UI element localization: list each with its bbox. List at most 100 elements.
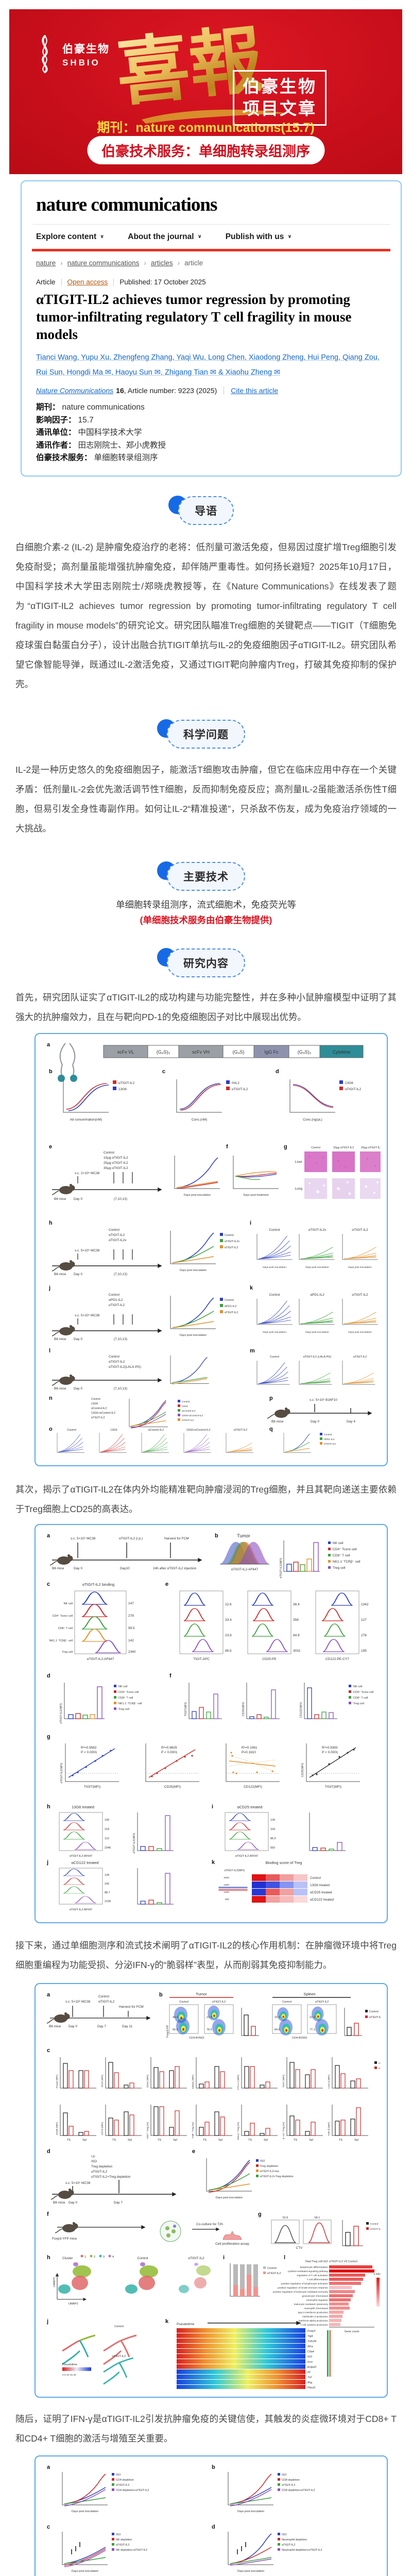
svg-text:CD25(MFI): CD25(MFI) <box>242 1702 245 1716</box>
svg-text:TNF⁺ Treg (%): TNF⁺ Treg (%) <box>192 2122 195 2139</box>
svg-text:CD8⁺ T cell: CD8⁺ T cell <box>118 1696 133 1700</box>
svg-text:c: c <box>47 2524 50 2530</box>
panel-b-bars: αTIGIT-IL2(MFI) <box>280 1540 320 1579</box>
svg-text:c: c <box>162 1069 165 1075</box>
svg-text:Control: Control <box>98 1995 110 1998</box>
svg-text:Ifng: Ifng <box>307 2381 313 2384</box>
svg-text:Day 4: Day 4 <box>347 1420 355 1423</box>
open-access-link[interactable]: Open access <box>67 278 108 286</box>
svg-text:αControl-IL2: αControl-IL2 <box>91 1407 107 1410</box>
svg-text:g: g <box>258 2211 262 2217</box>
svg-text:Day 0: Day 0 <box>68 2025 77 2028</box>
nature-article-card: nature communications Explore content∨ A… <box>21 180 402 477</box>
panel-j-plot: Days post inoculation Control αPD1-IL2 α… <box>170 1295 238 1337</box>
journal-link[interactable]: Nature Communications <box>36 386 114 395</box>
svg-text:Tnf: Tnf <box>307 2376 312 2379</box>
author-list[interactable]: Tianci Wang, Yupu Xu, Zhengfeng Zhang, Y… <box>36 353 380 377</box>
panel-b-plot: Days post inoculation ISO CD8 depletion … <box>228 2471 315 2513</box>
svg-text:UMAP1: UMAP1 <box>68 2302 78 2306</box>
svg-text:TIGIT(MFI): TIGIT(MFI) <box>84 1785 100 1789</box>
panel-l-go: Total Treg cell GO: αTIGIT-IL2 VS Contro… <box>273 2260 383 2333</box>
svg-text:13G6+αControl-IL2: 13G6+αControl-IL2 <box>91 1412 115 1415</box>
svg-text:s.c. 5×10⁵ MC38: s.c. 5×10⁵ MC38 <box>75 1314 100 1317</box>
figure-4: a Days post inoculation ISO CD4 depletio… <box>35 2455 388 2576</box>
question-paragraph: IL-2是一种历史悠久的免疫细胞因子，能激活T细胞攻击肿瘤，但它在临床应用中存在… <box>15 765 397 834</box>
svg-text:195: 195 <box>361 1649 367 1653</box>
svg-text:UMAP2: UMAP2 <box>53 2277 56 2287</box>
svg-text:Control: Control <box>109 1293 120 1297</box>
panel-f-schematic: Foxp3-YFP mice Co-culture for 72h Cell p… <box>52 2221 250 2246</box>
svg-text:88.7: 88.7 <box>105 1891 110 1894</box>
svg-text:NK cell: NK cell <box>333 1541 344 1545</box>
svg-text:αControl-IL2: αControl-IL2 <box>182 1410 196 1413</box>
svg-text:CD4⁺ Tconv cell: CD4⁺ Tconv cell <box>333 1548 357 1551</box>
meta-impact-factor: 影响因子：15.7 <box>36 415 94 425</box>
svg-text:128: 128 <box>105 1874 109 1877</box>
svg-text:R²=0.9393: R²=0.9393 <box>322 1746 338 1750</box>
svg-text:k: k <box>212 1859 215 1866</box>
article-page: 伯豪生物 SHBIO 喜報 伯豪生物 项目文章 期刊：nature commun… <box>0 9 412 2576</box>
nature-wordmark: nature communications <box>36 194 217 215</box>
svg-text:Neutrophil depletion: Neutrophil depletion <box>282 2538 307 2541</box>
panel-o-spaghetti: Control 13G6 αControl-IL2 13G6+αControl-… <box>57 1429 254 1453</box>
svg-text:R²=0.9582: R²=0.9582 <box>81 1746 97 1750</box>
svg-text:Days post inoculation: Days post inoculation <box>348 1331 372 1334</box>
svg-text:Control: Control <box>282 2001 291 2004</box>
svg-text:CD62L (MFI): CD62L (MFI) <box>192 2075 195 2089</box>
svg-text:P=0.1610: P=0.1610 <box>242 1751 256 1754</box>
svg-text:Control: Control <box>225 1299 234 1302</box>
svg-text:Tumor: Tumor <box>237 1533 250 1538</box>
svg-text:αTIGIT-IL2+Treg depletion: αTIGIT-IL2+Treg depletion <box>260 2175 294 2178</box>
svg-text:Lung: Lung <box>295 1187 303 1191</box>
svg-text:ISO: ISO <box>116 2473 121 2477</box>
svg-text:αTIGIT-IL2: αTIGIT-IL2 <box>282 2544 295 2547</box>
svg-text:1000: 1000 <box>224 1891 229 1894</box>
svg-text:Control: Control <box>67 1429 76 1432</box>
svg-text:k: k <box>250 1285 253 1291</box>
svg-text:Control: Control <box>370 2223 378 2226</box>
svg-text:ISO: ISO <box>260 2160 265 2163</box>
nav-about-journal[interactable]: About the journal∨ <box>128 232 202 241</box>
svg-text:Control: Control <box>138 2257 149 2260</box>
svg-text:10μg αTIGIT-IL2: 10μg αTIGIT-IL2 <box>333 1146 354 1149</box>
svg-text:CD8⁺ T cell: CD8⁺ T cell <box>353 1696 368 1700</box>
svg-text:Pseudotime: Pseudotime <box>62 2363 77 2366</box>
breadcrumb-nature[interactable]: nature <box>36 259 56 267</box>
svg-text:ICOS (MFI): ICOS (MFI) <box>101 2075 104 2088</box>
svg-text:αTIGIT-IL2v: αTIGIT-IL2v <box>109 1239 127 1242</box>
svg-text:Days post inoculation: Days post inoculation <box>263 1266 286 1269</box>
svg-text:CD25(MFI): CD25(MFI) <box>164 1785 181 1789</box>
svg-text:αPD1-IL2: αPD1-IL2 <box>109 1298 123 1302</box>
svg-text:j: j <box>48 1285 50 1291</box>
nav-explore-content[interactable]: Explore content∨ <box>36 232 105 241</box>
chevron-down-icon: ∨ <box>287 234 292 240</box>
panel-c-plot: Days post inoculation ISO NK depletion α… <box>62 2531 147 2573</box>
svg-text:Tnfrsf9: Tnfrsf9 <box>307 2340 316 2343</box>
svg-text:Co-culture for 72h: Co-culture for 72h <box>196 2223 223 2226</box>
svg-text:d: d <box>276 1069 279 1075</box>
panel-k-spaghetti: Control αPD1-IL2 αTIGIT-IL2 Days post in… <box>256 1293 379 1334</box>
breadcrumb-articles[interactable]: articles <box>150 259 173 267</box>
svg-text:15.3: 15.3 <box>274 2016 280 2019</box>
svg-text:Ab concentration(nM): Ab concentration(nM) <box>70 1118 102 1122</box>
svg-text:109: 109 <box>270 1828 275 1831</box>
svg-text:Control: Control <box>269 1228 281 1232</box>
svg-text:αTIGIT-IL2: αTIGIT-IL2 <box>225 1246 238 1249</box>
svg-text:1: 1 <box>84 2256 86 2259</box>
svg-text:ISO: ISO <box>282 2473 287 2477</box>
svg-text:αTIGIT-IL2v: αTIGIT-IL2v <box>225 1240 239 1243</box>
svg-text:Il2ra: Il2ra <box>307 2345 313 2348</box>
panel-e-ridges: 22.6 33.4 23.9 96.5 TIGIT-APC 36.4 358 9… <box>179 1590 369 1661</box>
nav-publish-with-us[interactable]: Publish with us∨ <box>225 232 292 241</box>
section-badge-intro: 导语 <box>168 496 234 525</box>
svg-text:Icos: Icos <box>307 2361 313 2364</box>
cite-this-article-link[interactable]: Cite this article <box>224 386 278 395</box>
svg-text:αPD1-IL2: αPD1-IL2 <box>225 1305 236 1308</box>
svg-text:Day 0: Day 0 <box>311 1420 319 1423</box>
svg-text:Day 0: Day 0 <box>74 1387 82 1391</box>
svg-text:granulocyte chemotaxis: granulocyte chemotaxis <box>302 2295 329 2298</box>
svg-text:αTIGIT-IL2: αTIGIT-IL2 <box>225 1311 238 1314</box>
svg-text:1342: 1342 <box>361 1603 369 1606</box>
svg-text:Treg cell: Treg cell <box>62 1651 73 1654</box>
breadcrumb-nature-communications[interactable]: nature communications <box>67 259 140 267</box>
